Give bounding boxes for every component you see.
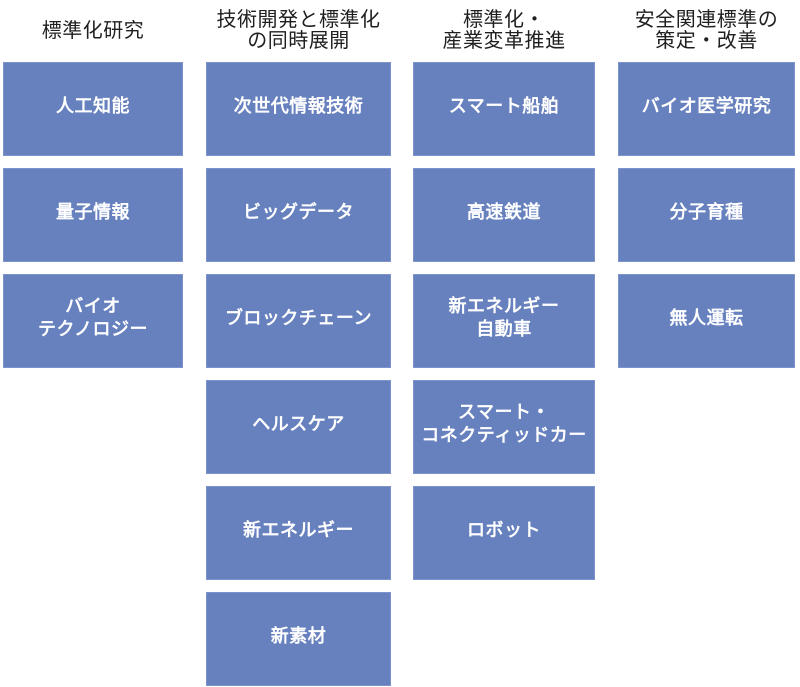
category-box: 人工知能	[3, 62, 183, 156]
category-box: 新素材	[206, 592, 391, 686]
category-box-label: ブロックチェーン	[224, 307, 373, 328]
column-header-line: 策定・改善	[655, 30, 758, 52]
category-box-label: コネクティッドカー	[421, 425, 587, 445]
category-box: 分子育種	[618, 168, 795, 262]
category-box-label: バイオ	[65, 296, 121, 316]
category-box-label: 新素材	[270, 625, 327, 646]
category-box-label: 人工知能	[56, 95, 130, 116]
category-box: 新エネルギー 自動車	[413, 274, 595, 368]
column-header-line: の同時展開	[247, 30, 350, 52]
category-box-label: テクノロジー	[38, 319, 148, 339]
category-box: ビッグデータ	[206, 168, 391, 262]
category-box-label: 高速鉄道	[467, 201, 541, 222]
category-box-label: 無人運転	[669, 307, 744, 328]
category-box-label: 新エネルギー	[448, 296, 560, 316]
column-header: 標準化・ 産業変革推進	[413, 0, 595, 62]
category-box: 次世代情報技術	[206, 62, 391, 156]
category-box-label: ロボット	[467, 519, 541, 540]
category-box-label: 新エネルギー	[243, 519, 354, 540]
category-box: スマート・ コネクティッドカー	[413, 380, 595, 474]
column-standardization-research: 標準化研究 人工知能 量子情報 バイオ テクノロジー	[3, 0, 183, 380]
category-box: ブロックチェーン	[206, 274, 391, 368]
category-box-label: ヘルスケア	[252, 413, 345, 434]
column-header-line: 産業変革推進	[442, 30, 566, 52]
category-box: ロボット	[413, 486, 595, 580]
column-header: 技術開発と標準化 の同時展開	[206, 0, 391, 62]
category-box: バイオ医学研究	[618, 62, 795, 156]
category-box-label: 次世代情報技術	[233, 95, 364, 116]
column-header-line: 標準化研究	[41, 19, 145, 42]
column-header: 標準化研究	[3, 0, 183, 62]
column-safety-standards: 安全関連標準の 策定・改善 バイオ医学研究 分子育種 無人運転	[618, 0, 795, 380]
category-box: ヘルスケア	[206, 380, 391, 474]
column-industry-transformation: 標準化・ 産業変革推進 スマート船舶 高速鉄道 新エネルギー 自動車 スマート・…	[413, 0, 595, 592]
column-header: 安全関連標準の 策定・改善	[618, 0, 795, 62]
category-box-label: 分子育種	[669, 201, 744, 222]
category-box-label: ビッグデータ	[243, 201, 354, 222]
category-box: 量子情報	[3, 168, 183, 262]
category-box: バイオ テクノロジー	[3, 274, 183, 368]
category-box: スマート船舶	[413, 62, 595, 156]
category-box-label: 量子情報	[56, 201, 130, 222]
column-header-line: 標準化・	[463, 9, 545, 31]
category-box-label: スマート船舶	[448, 95, 560, 116]
column-header-line: 安全関連標準の	[634, 9, 779, 31]
column-header-line: 技術開発と標準化	[216, 9, 381, 31]
category-box-label: 自動車	[476, 319, 532, 339]
category-box: 無人運転	[618, 274, 795, 368]
category-box-label: スマート・	[458, 402, 550, 422]
category-box: 高速鉄道	[413, 168, 595, 262]
column-simultaneous-development: 技術開発と標準化 の同時展開 次世代情報技術 ビッグデータ ブロックチェーン ヘ…	[206, 0, 391, 687]
category-box-label: バイオ医学研究	[641, 95, 772, 116]
category-box: 新エネルギー	[206, 486, 391, 580]
